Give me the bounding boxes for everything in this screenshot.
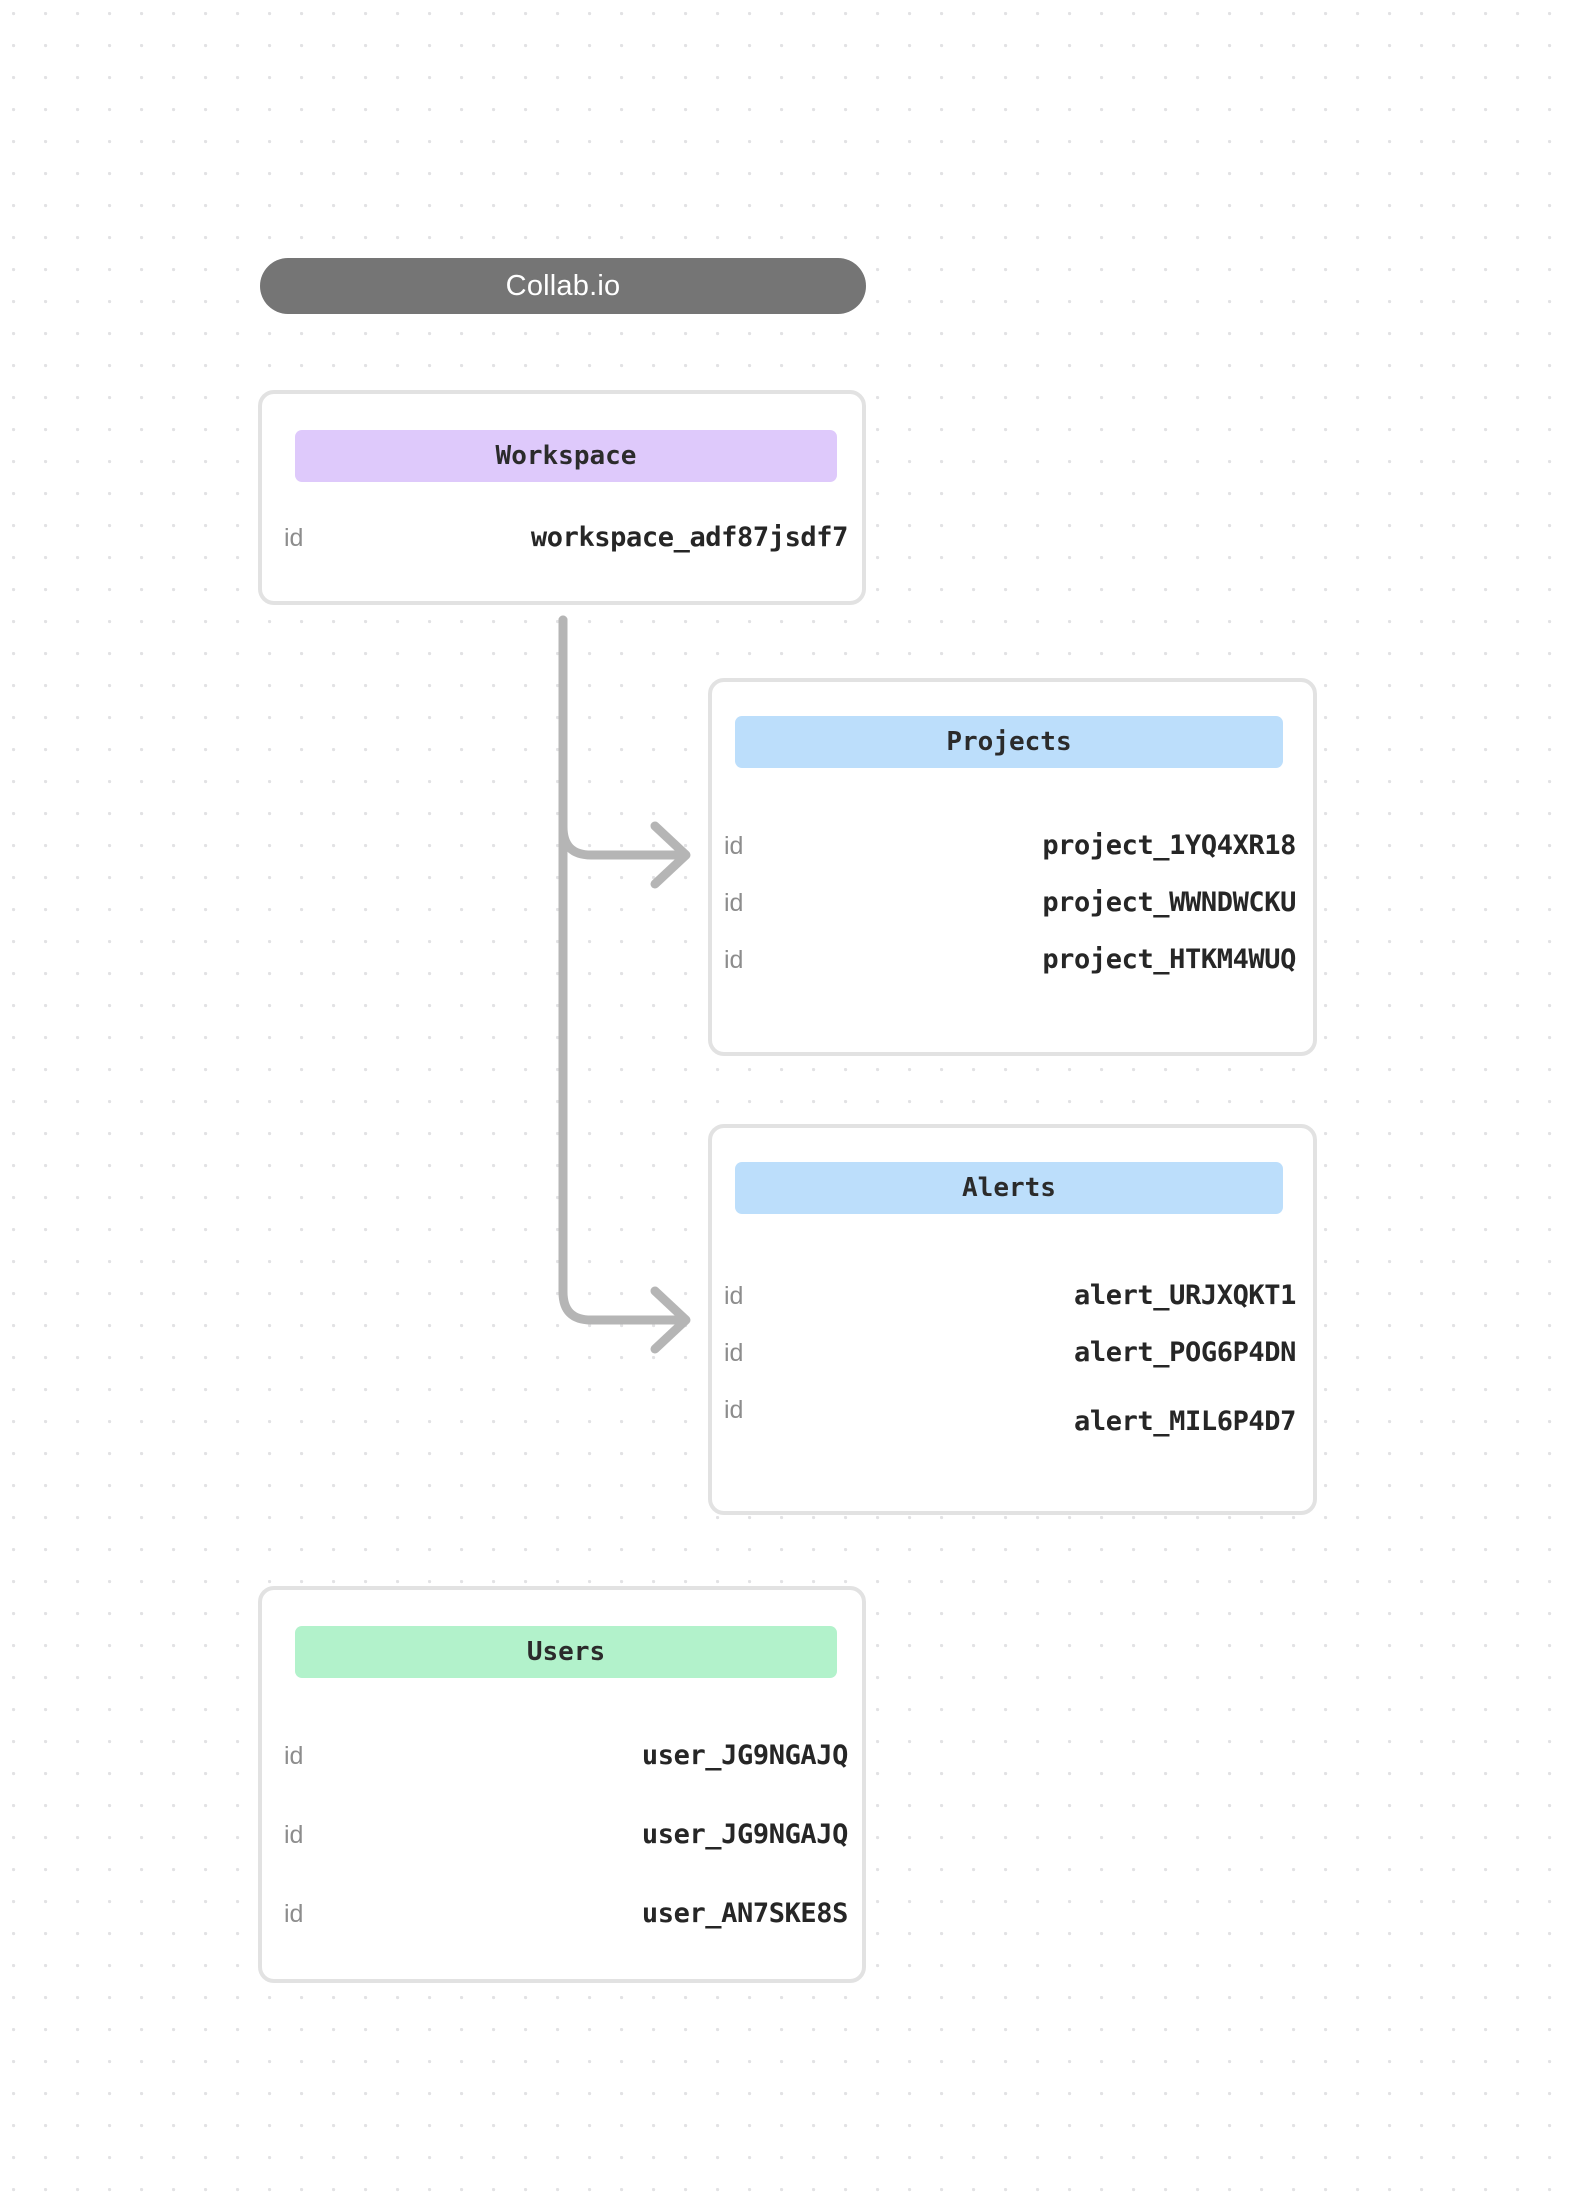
table-row: id workspace_adf87jsdf7 — [284, 524, 848, 551]
row-value: alert_URJXQKT1 — [1074, 1280, 1296, 1311]
entity-title-users: Users — [526, 1637, 606, 1667]
arrowhead-projects — [650, 821, 691, 889]
entity-card-projects[interactable]: Projects id project_1YQ4XR18 id project_… — [708, 678, 1317, 1056]
row-value: project_WWNDWCKU — [1042, 887, 1296, 918]
entity-header-users: Users — [295, 1626, 837, 1678]
row-value: workspace_adf87jsdf7 — [530, 522, 849, 553]
row-key: id — [724, 946, 744, 974]
entity-header-alerts: Alerts — [735, 1162, 1283, 1214]
row-key: id — [724, 1339, 744, 1367]
table-row: id user_JG9NGAJQ — [284, 1821, 848, 1848]
row-key: id — [284, 1742, 304, 1770]
row-value: alert_MIL6P4D7 — [1074, 1406, 1296, 1437]
entity-header-workspace: Workspace — [295, 430, 837, 482]
row-value: project_1YQ4XR18 — [1042, 830, 1296, 861]
table-row: id project_1YQ4XR18 — [724, 832, 1296, 859]
row-key: id — [724, 1282, 744, 1310]
entity-card-alerts[interactable]: Alerts id alert_URJXQKT1 id alert_POG6P4… — [708, 1124, 1317, 1515]
app-title-pill[interactable]: Collab.io — [260, 258, 866, 314]
row-value: user_AN7SKE8S — [641, 1898, 849, 1929]
connector-workspace-to-alerts — [558, 615, 689, 1325]
table-row: id alert_POG6P4DN — [724, 1339, 1296, 1366]
row-value: user_JG9NGAJQ — [641, 1740, 849, 1771]
table-row: id alert_MIL6P4D7 — [724, 1396, 1296, 1436]
table-row: id project_WWNDWCKU — [724, 889, 1296, 916]
table-row: id user_JG9NGAJQ — [284, 1742, 848, 1769]
entity-title-workspace: Workspace — [495, 441, 637, 471]
entity-card-workspace[interactable]: Workspace id workspace_adf87jsdf7 — [258, 390, 866, 605]
entity-header-projects: Projects — [735, 716, 1283, 768]
row-key: id — [284, 1900, 304, 1928]
row-value: project_HTKM4WUQ — [1042, 944, 1296, 975]
entity-card-users[interactable]: Users id user_JG9NGAJQ id user_JG9NGAJQ … — [258, 1586, 866, 1983]
row-value: user_JG9NGAJQ — [641, 1819, 849, 1850]
connector-workspace-to-projects — [558, 615, 689, 860]
app-title-label: Collab.io — [505, 269, 621, 302]
row-key: id — [724, 1396, 744, 1424]
row-key: id — [724, 889, 744, 917]
row-value: alert_POG6P4DN — [1074, 1337, 1296, 1368]
row-key: id — [284, 524, 304, 552]
table-row: id project_HTKM4WUQ — [724, 946, 1296, 973]
row-key: id — [284, 1821, 304, 1849]
table-row: id alert_URJXQKT1 — [724, 1282, 1296, 1309]
row-key: id — [724, 832, 744, 860]
arrowhead-alerts — [650, 1286, 691, 1354]
entity-title-projects: Projects — [946, 727, 1072, 757]
table-row: id user_AN7SKE8S — [284, 1900, 848, 1927]
entity-title-alerts: Alerts — [962, 1173, 1056, 1203]
